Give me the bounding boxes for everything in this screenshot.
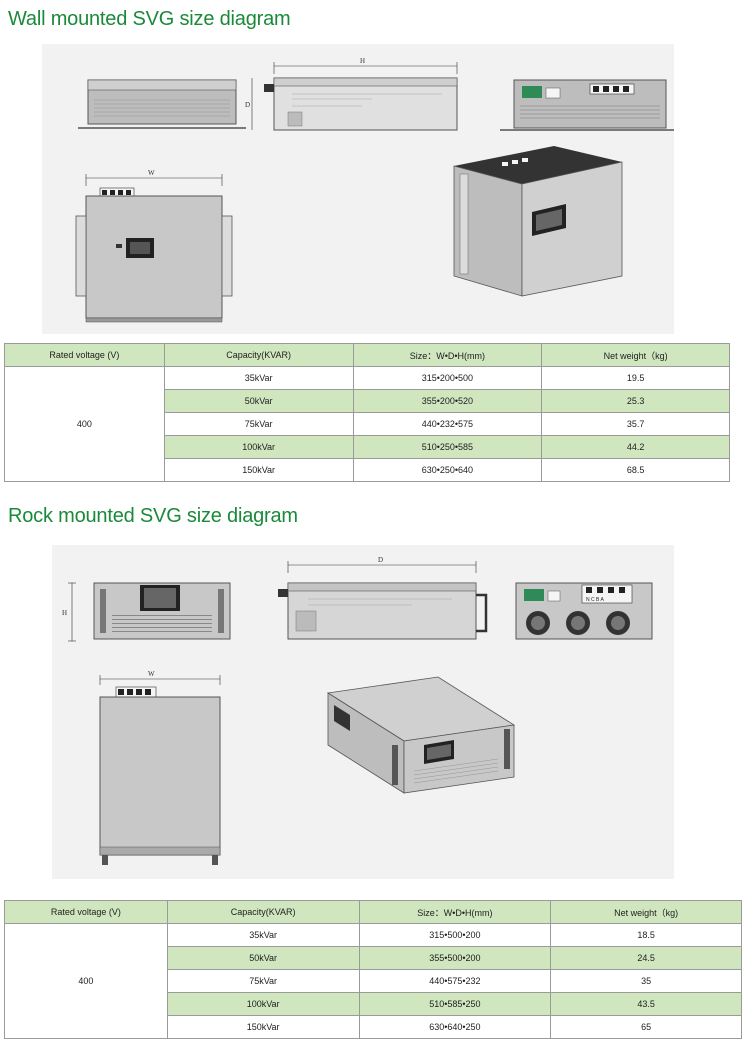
rack-col-capacity: Capacity(KVAR) bbox=[166, 900, 360, 924]
rack-table-header-row: Rated voltage (V) Capacity(KVAR) Size：W•… bbox=[4, 900, 742, 924]
rack-diagram-drawing: H D bbox=[62, 556, 653, 865]
rack-col-voltage: Rated voltage (V) bbox=[4, 900, 168, 924]
table-row: 50kVar 355•200•520 25.3 bbox=[5, 389, 730, 413]
wall-section-title: Wall mounted SVG size diagram bbox=[8, 8, 291, 30]
capacity-cell: 150kVar bbox=[166, 1015, 360, 1039]
wall-col-size: Size：W•D•H(mm) bbox=[352, 343, 543, 367]
weight-cell: 44.2 bbox=[541, 435, 730, 459]
rack-top-view: W bbox=[99, 670, 221, 865]
wall-dim-h-label: H bbox=[360, 57, 365, 65]
wall-voltage-cell: 400 bbox=[4, 366, 165, 482]
size-cell: 355•200•520 bbox=[352, 389, 543, 413]
capacity-cell: 50kVar bbox=[163, 389, 354, 413]
rack-front-view: H bbox=[62, 582, 231, 642]
table-row: 100kVar 510•250•585 44.2 bbox=[5, 435, 730, 459]
weight-cell: 43.5 bbox=[550, 992, 742, 1016]
weight-cell: 24.5 bbox=[550, 946, 742, 970]
wall-bottom-view bbox=[500, 79, 674, 131]
size-cell: 630•250•640 bbox=[352, 458, 543, 482]
wall-diagram-panel: H D bbox=[42, 44, 674, 334]
rack-rear-view: N C B A bbox=[515, 582, 653, 640]
rack-col-weight: Net weight（kg) bbox=[550, 900, 742, 924]
table-row: 400 35kVar 315•500•200 18.5 bbox=[4, 923, 742, 1039]
weight-cell: 25.3 bbox=[541, 389, 730, 413]
capacity-cell: 35kVar bbox=[166, 923, 360, 947]
capacity-cell: 35kVar bbox=[163, 366, 354, 390]
size-cell: 630•640•250 bbox=[358, 1015, 552, 1039]
capacity-cell: 50kVar bbox=[166, 946, 360, 970]
capacity-cell: 75kVar bbox=[163, 412, 354, 436]
weight-cell: 35.7 bbox=[541, 412, 730, 436]
wall-front-view: W bbox=[75, 169, 233, 323]
rack-voltage-cell: 400 bbox=[4, 923, 168, 1039]
wall-col-weight: Net weight（kg) bbox=[541, 343, 730, 367]
wall-top-view bbox=[78, 79, 246, 129]
capacity-cell: 150kVar bbox=[163, 458, 354, 482]
rack-isometric-view bbox=[326, 676, 516, 794]
weight-cell: 18.5 bbox=[550, 923, 742, 947]
wall-isometric-view bbox=[453, 146, 623, 297]
size-cell: 510•250•585 bbox=[352, 435, 543, 459]
rack-col-size: Size：W•D•H(mm) bbox=[358, 900, 552, 924]
weight-cell: 35 bbox=[550, 969, 742, 993]
table-row: 150kVar 630•250•640 68.5 bbox=[5, 458, 730, 482]
size-cell: 510•585•250 bbox=[358, 992, 552, 1016]
rack-terminal-labels: N C B A bbox=[586, 597, 604, 603]
weight-cell: 19.5 bbox=[541, 366, 730, 390]
wall-dim-d-label: D bbox=[245, 101, 250, 109]
capacity-cell: 100kVar bbox=[166, 992, 360, 1016]
size-cell: 355•500•200 bbox=[358, 946, 552, 970]
table-row: 150kVar 630•640•250 65 bbox=[5, 1015, 742, 1039]
rack-diagram-panel: H D bbox=[52, 545, 674, 879]
wall-side-view: H D bbox=[245, 57, 458, 131]
rack-dim-d-label: D bbox=[378, 556, 383, 564]
wall-diagram-drawing: H D bbox=[75, 57, 674, 323]
size-cell: 440•575•232 bbox=[358, 969, 552, 993]
size-cell: 440•232•575 bbox=[352, 412, 543, 436]
table-row: 400 35kVar 315•200•500 19.5 bbox=[4, 366, 730, 482]
table-row: 100kVar 510•585•250 43.5 bbox=[5, 992, 742, 1016]
wall-col-capacity: Capacity(KVAR) bbox=[163, 343, 354, 367]
rack-dim-w-label: W bbox=[148, 670, 155, 678]
capacity-cell: 100kVar bbox=[163, 435, 354, 459]
capacity-cell: 75kVar bbox=[166, 969, 360, 993]
size-cell: 315•200•500 bbox=[352, 366, 543, 390]
rack-side-view: D bbox=[278, 556, 488, 640]
rack-section-title: Rock mounted SVG size diagram bbox=[8, 505, 298, 527]
rack-spec-table: Rated voltage (V) Capacity(KVAR) Size：W•… bbox=[4, 900, 742, 1039]
rack-dim-h-label: H bbox=[62, 609, 67, 617]
wall-spec-table: Rated voltage (V) Capacity(KVAR) Size：W•… bbox=[4, 343, 730, 482]
weight-cell: 68.5 bbox=[541, 458, 730, 482]
wall-table-header-row: Rated voltage (V) Capacity(KVAR) Size：W•… bbox=[4, 343, 730, 367]
size-cell: 315•500•200 bbox=[358, 923, 552, 947]
wall-col-voltage: Rated voltage (V) bbox=[4, 343, 165, 367]
wall-dim-w-label: W bbox=[148, 169, 155, 177]
weight-cell: 65 bbox=[550, 1015, 742, 1039]
